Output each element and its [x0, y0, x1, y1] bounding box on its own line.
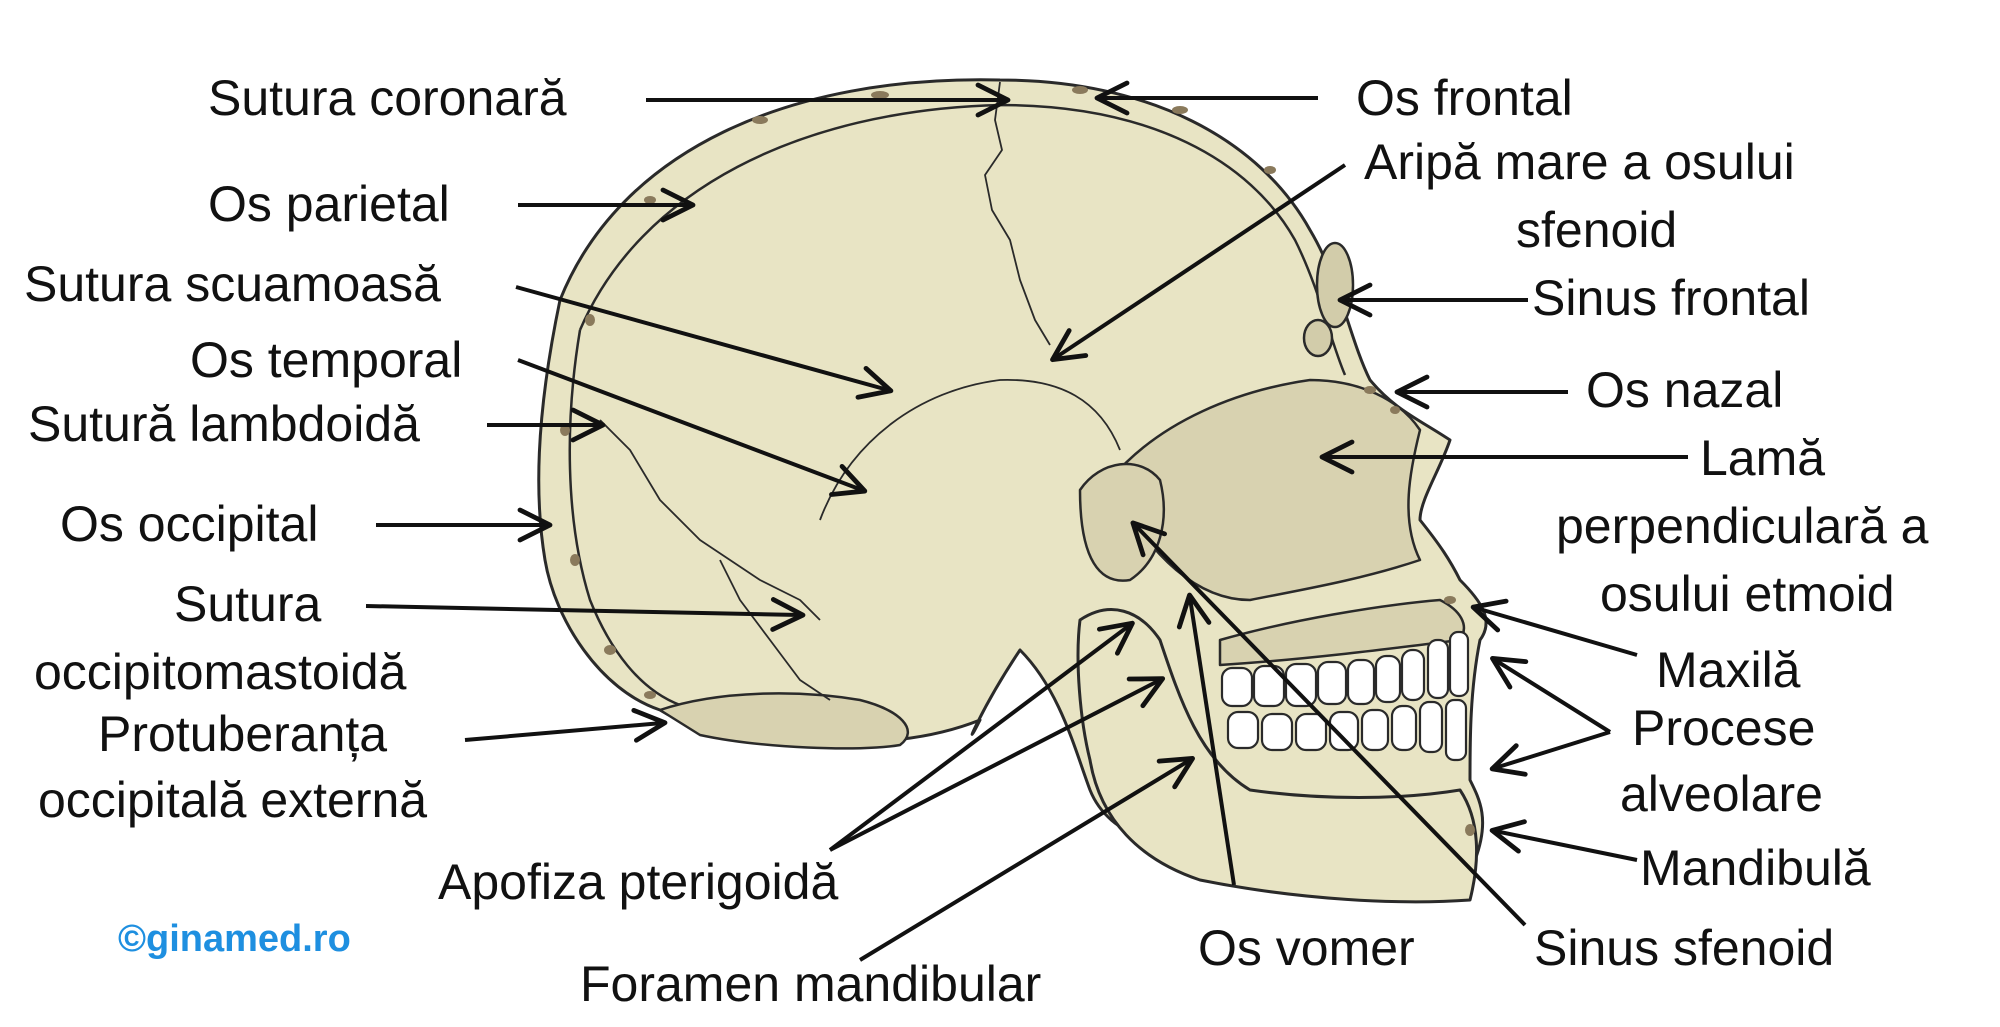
label-aripa-mare-2: sfenoid [1516, 202, 1678, 258]
bone-spot [644, 691, 656, 699]
bone-spot [1390, 406, 1400, 414]
label-maxila: Maxilă [1656, 642, 1801, 698]
bone-spot [1072, 86, 1088, 94]
bone-spot [1364, 386, 1376, 394]
label-procese: Procese [1632, 700, 1816, 756]
occipital-inner [568, 329, 681, 707]
mastoid-area [658, 692, 909, 750]
maxilla-bar [1218, 598, 1466, 667]
leader-arrows [365, 80, 1688, 962]
bone-spot [604, 645, 616, 655]
label-os-temporal: Os temporal [190, 332, 463, 388]
bone-texture [560, 86, 1475, 836]
arrow-apofiza-2 [829, 676, 1166, 852]
arrow-apofiza-to-sinus [1130, 520, 1527, 927]
arrow-maxila [1470, 598, 1638, 657]
tooth [1448, 630, 1470, 698]
arrow-sutura-occ [365, 597, 806, 632]
tooth [1346, 658, 1376, 706]
teeth [1220, 630, 1470, 762]
label-sutura-coronara: Sutura coronară [208, 70, 567, 126]
label-os-frontal: Os frontal [1356, 70, 1573, 126]
arrow-foramen [858, 756, 1195, 962]
label-protuberanta: Protuberanța [98, 706, 388, 762]
label-os-nazal: Os nazal [1586, 362, 1784, 418]
credit-watermark: ©ginamed.ro [118, 918, 351, 960]
bone-spot [644, 196, 656, 204]
arrow-aripa-mare [1050, 163, 1347, 363]
arrow-os-temporal [517, 358, 868, 497]
label-sutura-occ: Sutura [174, 576, 322, 632]
label-sutura-lambdoida: Sutură lambdoidă [28, 396, 420, 452]
tooth [1328, 710, 1360, 752]
squamous-suture [819, 379, 1121, 521]
tooth [1260, 712, 1294, 752]
mandible [1076, 608, 1478, 904]
tooth [1316, 660, 1348, 706]
tooth [1400, 648, 1426, 702]
label-apofiza: Apofiza pterigoidă [438, 854, 839, 910]
label-os-parietal: Os parietal [208, 176, 450, 232]
arrow-mandibula [1489, 819, 1638, 862]
frontal-sinus-1 [1315, 241, 1355, 329]
label-sutura-scuamoasa: Sutura scuamoasă [24, 256, 441, 312]
label-protuberanta-2: occipitală externă [38, 772, 428, 828]
bone-spot [570, 554, 580, 566]
tooth [1226, 710, 1260, 750]
label-os-vomer: Os vomer [1198, 920, 1415, 976]
label-lama-3: osului etmoid [1600, 566, 1895, 622]
lambdoid-suture [599, 419, 821, 621]
tooth [1252, 664, 1286, 708]
arrow-protuberanta [464, 707, 668, 743]
skull-illustration [537, 78, 1488, 904]
label-sinus-frontal: Sinus frontal [1532, 270, 1810, 326]
bone-spot [585, 314, 595, 326]
bone-spot [871, 91, 889, 99]
label-aripa-mare: Aripă mare a osului [1364, 134, 1795, 190]
bone-spot [1172, 106, 1188, 114]
tooth [1360, 708, 1390, 752]
arrow-os-vomer [1176, 592, 1236, 886]
bone-spot [1465, 824, 1475, 836]
tooth [1390, 704, 1418, 752]
arrow-apofiza-1 [828, 620, 1135, 852]
occipitomastoid-suture [719, 559, 831, 701]
label-lama: Lamă [1700, 430, 1826, 486]
coronal-suture [984, 81, 1051, 346]
arrow-sutura-scuamoasa [515, 285, 894, 400]
label-lama-2: perpendiculară a [1556, 498, 1929, 554]
tooth [1294, 712, 1328, 752]
tooth [1444, 698, 1468, 762]
tooth [1374, 654, 1402, 704]
arrow-procese-2 [1489, 730, 1611, 777]
frontal-sinus-2 [1302, 318, 1334, 358]
label-mandibula: Mandibulă [1640, 840, 1871, 896]
tooth [1220, 666, 1254, 708]
label-os-occipital: Os occipital [60, 496, 319, 552]
arrow-procese-1 [1490, 656, 1612, 734]
label-procese-2: alveolare [1620, 766, 1823, 822]
bone-spot [1444, 596, 1456, 604]
label-foramen: Foramen mandibular [580, 956, 1042, 1012]
bone-spot [1264, 166, 1276, 174]
label-sutura-occ-2: occipitomastoidă [34, 644, 407, 700]
label-sinus-sfenoid: Sinus sfenoid [1534, 920, 1835, 976]
tooth [1418, 700, 1444, 754]
tooth [1284, 662, 1318, 708]
nasal-orbit [1108, 378, 1422, 602]
bone-spot [752, 116, 768, 124]
tooth [1426, 638, 1450, 700]
